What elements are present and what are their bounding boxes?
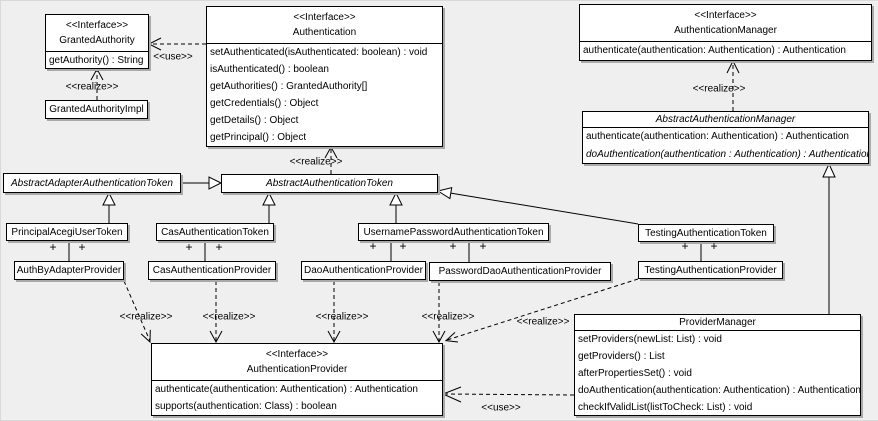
class-authentication[interactable]: <<Interface>> Authentication setAuthenti…: [206, 6, 443, 147]
method-label: afterPropertiesSet() : void: [578, 368, 692, 379]
class-abstract-authentication-token[interactable]: AbstractAuthenticationToken: [221, 174, 438, 193]
method-label: setAuthenticated(isAuthenticated: boolea…: [210, 47, 428, 58]
class-name: PasswordDaoAuthenticationProvider: [438, 266, 602, 277]
realize-label: <<realize>>: [202, 311, 256, 323]
association-end-plus: +: [185, 240, 193, 254]
use-label: <<use>>: [481, 402, 521, 414]
class-auth-by-adapter-provider[interactable]: AuthByAdapterProvider: [14, 261, 124, 280]
stereotype-label: <<Interface>>: [293, 12, 356, 23]
class-principal-acegi-user-token[interactable]: PrincipalAcegiUserToken: [6, 223, 128, 241]
association-end-plus: +: [78, 240, 86, 254]
class-name: CasAuthenticationToken: [161, 226, 269, 238]
class-name: TestingAuthenticationToken: [645, 227, 767, 239]
method-label: getAuthorities() : GrantedAuthority[]: [210, 81, 368, 92]
class-authentication-manager[interactable]: <<Interface>> AuthenticationManager auth…: [579, 4, 872, 61]
class-name: Authentication: [292, 27, 357, 38]
realize-label: <<realize>>: [315, 311, 369, 323]
class-name: AbstractAdapterAuthenticationToken: [11, 177, 173, 189]
stereotype-label: <<Interface>>: [694, 10, 757, 21]
association-end-plus: +: [215, 240, 223, 254]
class-name: GrantedAuthority: [59, 35, 135, 46]
method-label: setProviders(newList: List) : void: [578, 334, 722, 345]
class-name: AuthByAdapterProvider: [16, 265, 122, 276]
method-label: authenticate(authentication: Authenticat…: [583, 45, 846, 56]
method-label: getCredentials() : Object: [210, 98, 319, 109]
class-provider-manager[interactable]: ProviderManager setProviders(newList: Li…: [574, 314, 861, 416]
use-label: <<use>>: [153, 51, 193, 63]
association-end-plus: +: [399, 239, 407, 253]
class-name: PrincipalAcegiUserToken: [11, 226, 123, 238]
method-label: getAuthority() : String: [49, 55, 144, 66]
class-name: UsernamePasswordAuthenticationToken: [363, 226, 544, 238]
class-name: AuthenticationProvider: [246, 364, 348, 375]
class-granted-authority-impl[interactable]: GrantedAuthorityImpl: [45, 100, 148, 119]
method-label: checkIfValidList(listToCheck: List) : vo…: [578, 402, 753, 413]
class-name: ProviderManager: [575, 315, 860, 331]
class-name: GrantedAuthorityImpl: [49, 104, 144, 115]
method-label: getDetails() : Object: [210, 115, 299, 126]
realize-label: <<realize>>: [289, 156, 343, 168]
class-abstract-adapter-authentication-token[interactable]: AbstractAdapterAuthenticationToken: [3, 173, 181, 193]
association-end-plus: +: [710, 239, 718, 253]
association-end-plus: +: [49, 240, 57, 254]
class-abstract-authentication-manager[interactable]: AbstractAuthenticationManager authentica…: [582, 111, 869, 164]
class-testing-authentication-token[interactable]: TestingAuthenticationToken: [638, 224, 774, 242]
class-name: AbstractAuthenticationManager: [583, 112, 868, 128]
method-label: getPrincipal() : Object: [210, 132, 307, 143]
class-cas-authentication-provider[interactable]: CasAuthenticationProvider: [148, 261, 276, 280]
stereotype-label: <<Interface>>: [65, 20, 129, 31]
class-testing-authentication-provider[interactable]: TestingAuthenticationProvider: [638, 261, 783, 279]
realize-label: <<realize>>: [692, 83, 746, 95]
class-name: DaoAuthenticationProvider: [304, 265, 423, 276]
method-label: authenticate(authentication: Authenticat…: [586, 131, 849, 142]
class-password-dao-authentication-provider[interactable]: PasswordDaoAuthenticationProvider: [429, 262, 611, 281]
association-end-plus: +: [369, 239, 377, 253]
stereotype-label: <<Interface>>: [265, 349, 329, 360]
class-name: AbstractAuthenticationToken: [266, 178, 393, 189]
method-label: doAuthentication(authentication : Authen…: [586, 149, 868, 160]
class-name: TestingAuthenticationProvider: [644, 264, 777, 276]
class-name: AuthenticationManager: [674, 25, 777, 36]
method-label: doAuthentication(authentication: Authent…: [578, 385, 860, 396]
realize-label: <<realize>>: [65, 81, 119, 93]
class-dao-authentication-provider[interactable]: DaoAuthenticationProvider: [301, 261, 426, 280]
realize-label: <<realize>>: [516, 316, 570, 328]
realize-label: <<realize>>: [119, 311, 173, 323]
association-end-plus: +: [681, 239, 689, 253]
class-name: CasAuthenticationProvider: [152, 265, 272, 276]
method-label: supports(authentication: Class) : boolea…: [155, 401, 337, 412]
class-authentication-provider[interactable]: <<Interface>> AuthenticationProvider aut…: [151, 343, 443, 416]
realize-label: <<realize>>: [421, 311, 475, 323]
association-end-plus: +: [479, 239, 487, 253]
method-label: getProviders() : List: [578, 351, 665, 362]
class-granted-authority[interactable]: <<Interface>> GrantedAuthority getAuthor…: [45, 14, 149, 69]
class-cas-authentication-token[interactable]: CasAuthenticationToken: [156, 223, 274, 241]
method-label: authenticate(authentication: Authenticat…: [155, 384, 418, 395]
method-label: isAuthenticated() : boolean: [210, 64, 329, 75]
association-end-plus: +: [449, 239, 457, 253]
